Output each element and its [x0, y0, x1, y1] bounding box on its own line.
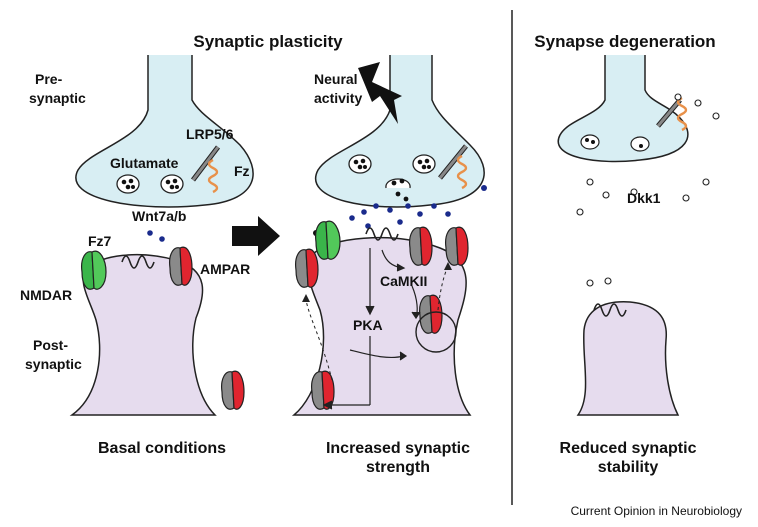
- lightning-icon: [358, 62, 402, 124]
- panel-increased-title: Increased synaptic: [326, 440, 470, 457]
- fz7-label: Fz7: [88, 233, 112, 249]
- camkii-label: CaMKII: [380, 273, 427, 289]
- glutamate-vesicle: [116, 174, 140, 194]
- panel-increased-title-2: strength: [366, 459, 430, 476]
- ampar-label: AMPAR: [200, 261, 250, 277]
- dkk1-molecules: [576, 93, 720, 287]
- small-vesicle: [580, 134, 600, 150]
- neural-activity-label: Neural: [314, 71, 358, 87]
- presynaptic-terminal-reduced: [557, 55, 689, 163]
- panel-reduced: Dkk1 Reduced synaptic stability: [557, 55, 720, 476]
- transition-arrow: [232, 216, 280, 256]
- fz-label: Fz: [234, 163, 250, 179]
- glutamate-vesicle: [412, 154, 436, 174]
- ampar-receptor: [295, 248, 319, 288]
- pre-synaptic-label-2: synaptic: [29, 90, 86, 106]
- header-synaptic-plasticity: Synaptic plasticity: [193, 32, 343, 51]
- pre-synaptic-label: Pre-: [35, 71, 63, 87]
- post-synaptic-label: Post-: [33, 337, 68, 353]
- post-synaptic-label-2: synaptic: [25, 356, 82, 372]
- ampar-receptor: [409, 226, 433, 266]
- panel-reduced-title-2: stability: [598, 459, 659, 476]
- panel-reduced-title: Reduced synaptic: [560, 440, 697, 457]
- glutamate-vesicle: [348, 154, 372, 174]
- presynaptic-terminal-basal: [75, 55, 254, 208]
- dkk1-label: Dkk1: [627, 190, 661, 206]
- postsynaptic-spine-reduced: [576, 301, 680, 416]
- header-synapse-degeneration: Synapse degeneration: [534, 32, 715, 51]
- signaling-arrows: [322, 248, 421, 410]
- panel-basal-title: Basal conditions: [98, 440, 226, 457]
- ampar-receptor: [169, 246, 193, 286]
- fusing-vesicle: [385, 178, 411, 189]
- neural-activity-label-2: activity: [314, 90, 362, 106]
- wnt-ligand: [147, 230, 153, 236]
- glutamate-label: Glutamate: [110, 155, 179, 171]
- ampar-receptor: [445, 226, 469, 266]
- journal-credit: Current Opinion in Neurobiology: [571, 504, 742, 518]
- endosome: [415, 311, 457, 353]
- postsynaptic-spine-increased: [291, 236, 472, 416]
- nmdar-receptor: [81, 250, 107, 290]
- wnt7ab-label: Wnt7a/b: [132, 208, 186, 224]
- wnt-ligands-cloud: [349, 203, 451, 229]
- panel-basal: Pre- synaptic Glutamate LRP5/6 Fz Wnt7a/…: [20, 55, 254, 457]
- glutamate-vesicle: [160, 174, 184, 194]
- wnt-ligand: [159, 236, 165, 242]
- nmdar-receptor: [315, 220, 341, 260]
- pka-label: PKA: [353, 317, 383, 333]
- ampar-receptor: [221, 370, 245, 410]
- panel-increased: Neural activity CaMKII PKA Increased syn…: [291, 55, 487, 476]
- postsynaptic-spine-basal: [69, 254, 217, 416]
- nmdar-label: NMDAR: [20, 287, 72, 303]
- small-vesicle: [630, 136, 650, 152]
- lrp56-label: LRP5/6: [186, 126, 234, 142]
